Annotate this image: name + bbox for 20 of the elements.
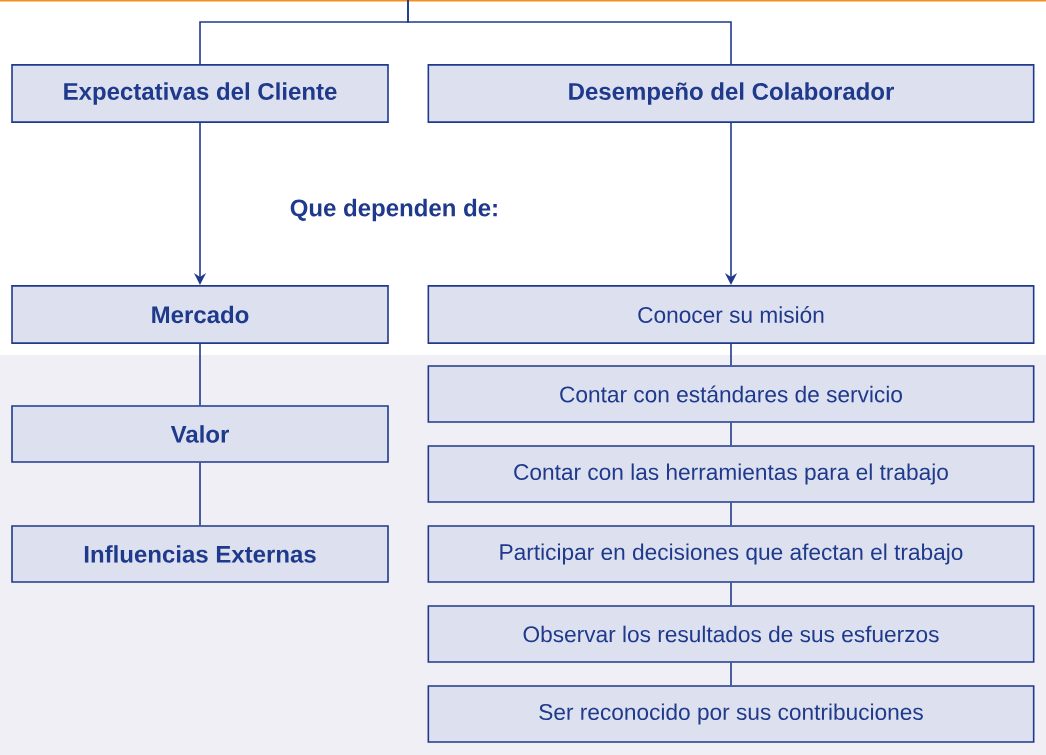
process-box: Contar con las herramientas para el trabajo <box>427 445 1035 503</box>
process-box: Contar con estándares de servicio <box>427 365 1035 423</box>
process-box: Desempeño del Colaborador <box>427 64 1035 123</box>
process-box: Mercado <box>11 285 389 344</box>
connector-line <box>730 422 732 446</box>
connector-line <box>199 343 201 406</box>
connector-line <box>407 0 732 65</box>
connector-line <box>730 343 732 366</box>
connector-line <box>730 502 732 526</box>
process-box: Participar en decisiones que afectan el trabajo <box>427 525 1035 583</box>
process-box: Influencias Externas <box>11 525 389 583</box>
connector-line <box>730 582 732 606</box>
connector-line <box>199 462 201 526</box>
process-box: Expectativas del Cliente <box>11 64 389 123</box>
connector-line <box>730 662 732 686</box>
note-text: Que dependen de: <box>290 198 497 222</box>
process-box: Valor <box>11 405 389 463</box>
process-box: Observar los resultados de sus esfuerzos <box>427 605 1035 663</box>
process-box: Ser reconocido por sus contribuciones <box>427 685 1035 743</box>
process-box: Conocer su misión <box>427 285 1035 344</box>
